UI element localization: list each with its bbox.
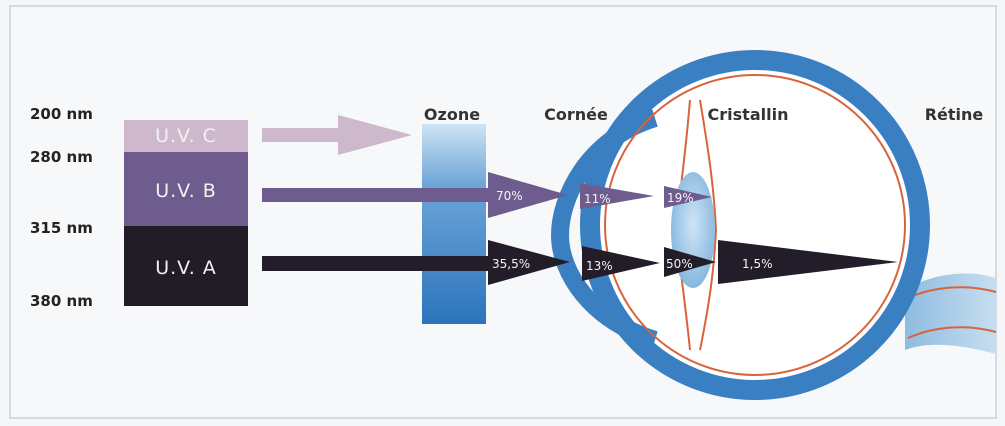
- nerve-vessel-bottom: [907, 326, 997, 339]
- uvb-triangle-cornea: [580, 183, 654, 209]
- uva-triangle-cornea: [582, 246, 660, 281]
- uva-triangle-lens: [664, 247, 716, 277]
- uva-triangle-retina: [718, 240, 898, 284]
- iris-line-right: [699, 99, 718, 351]
- wavelength-380: 380 nm: [30, 292, 93, 310]
- heading-ozone: Ozone: [424, 105, 480, 124]
- wavelength-200: 200 nm: [30, 105, 93, 123]
- uva-pct-lens: 50%: [666, 257, 693, 271]
- uvb-pct-ozone: 70%: [496, 189, 523, 203]
- optic-nerve: [905, 273, 996, 354]
- heading-cornea: Cornée: [544, 105, 608, 124]
- uvb-triangle-ozone: [488, 172, 568, 218]
- uvc-label: U.V. C: [155, 125, 217, 147]
- uva-pct-ozone: 35,5%: [492, 257, 530, 271]
- cornea: [550, 109, 658, 349]
- nerve-vessel-top: [907, 286, 997, 299]
- wavelength-315: 315 nm: [30, 219, 93, 237]
- uva-pct-retina: 1,5%: [742, 257, 773, 271]
- uvc-band: [124, 120, 248, 152]
- uvc-arrow: [262, 115, 412, 155]
- eyeball-wall: [580, 50, 930, 400]
- choroid-layer: [604, 74, 906, 376]
- uvb-band: [124, 152, 248, 226]
- uvb-triangle-lens: [664, 186, 712, 208]
- uvb-beam: [262, 188, 488, 202]
- uva-label: U.V. A: [155, 257, 217, 279]
- uvb-pct-lens: 19%: [667, 191, 694, 205]
- wavelength-280: 280 nm: [30, 148, 93, 166]
- uva-triangle-ozone: [488, 240, 570, 285]
- uva-pct-cornea: 13%: [586, 259, 613, 273]
- heading-retina: Rétine: [925, 105, 984, 124]
- ozone-layer: [422, 124, 486, 324]
- uvb-pct-cornea: 11%: [584, 192, 611, 206]
- uva-beam: [262, 256, 488, 271]
- heading-lens: Cristallin: [708, 105, 789, 124]
- anterior-chamber: [640, 140, 670, 320]
- uva-band: [124, 226, 248, 306]
- uvb-label: U.V. B: [155, 180, 217, 202]
